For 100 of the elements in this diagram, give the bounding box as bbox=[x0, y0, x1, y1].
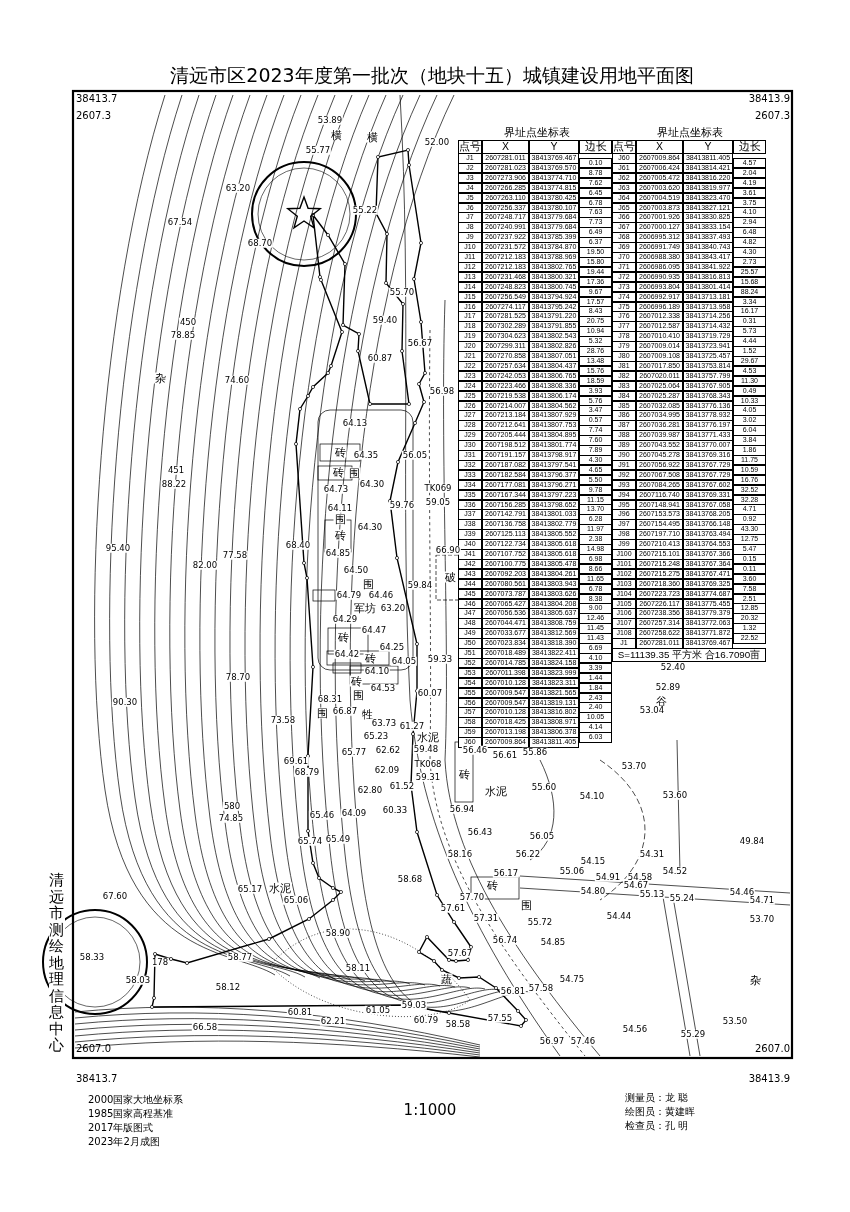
map-label: 56.97 bbox=[538, 1036, 566, 1046]
map-label: 54.91 bbox=[594, 872, 622, 882]
map-label: 69.61 bbox=[282, 756, 310, 766]
map-label: 65.23 bbox=[362, 731, 390, 741]
map-note: 1:1000 bbox=[403, 1102, 457, 1118]
map-label: 53.70 bbox=[748, 914, 776, 924]
map-label: 64.50 bbox=[342, 565, 370, 575]
map-label: 60.81 bbox=[286, 1007, 314, 1017]
table-header-cell: 点号 bbox=[612, 140, 636, 154]
map-label: 55.06 bbox=[558, 866, 586, 876]
map-label: 78.85 bbox=[169, 330, 197, 340]
map-label: 63.20 bbox=[224, 183, 252, 193]
map-label: 63.20 bbox=[379, 603, 407, 613]
map-label: 58.33 bbox=[78, 952, 106, 962]
map-label: 68.31 bbox=[316, 694, 344, 704]
map-label: 78.70 bbox=[224, 672, 252, 682]
map-label: 56.17 bbox=[492, 868, 520, 878]
map-label: 横 bbox=[365, 131, 379, 143]
map-label: 59.40 bbox=[371, 315, 399, 325]
map-label: 砖 bbox=[333, 529, 347, 541]
map-label: 61.52 bbox=[388, 781, 416, 791]
map-label: 56.46 bbox=[461, 745, 489, 755]
map-label: 54.58 bbox=[626, 872, 654, 882]
institution-name: 清远市测绘地理信息中心 bbox=[49, 872, 65, 1054]
map-label: 54.67 bbox=[622, 880, 650, 890]
map-label: 军坊 bbox=[353, 602, 377, 614]
map-note: 2023年2月成图 bbox=[88, 1137, 160, 1147]
map-label: 55.24 bbox=[668, 893, 696, 903]
map-label: 67.60 bbox=[101, 891, 129, 901]
map-label: 62.80 bbox=[356, 785, 384, 795]
map-label: 49.84 bbox=[738, 836, 766, 846]
map-label: 95.40 bbox=[104, 543, 132, 553]
map-title: 清远市区2023年度第一批次（地块十五）城镇建设用地平面图 bbox=[170, 65, 694, 85]
map-label: 水泥 bbox=[416, 731, 440, 743]
map-label: 90.30 bbox=[111, 697, 139, 707]
map-label: 54.10 bbox=[578, 791, 606, 801]
map-label: 65.74 bbox=[296, 836, 324, 846]
map-label: 杂 bbox=[748, 974, 762, 986]
map-label: 砖 bbox=[333, 446, 347, 458]
map-label: 64.85 bbox=[324, 548, 352, 558]
table-header-cell: 点号 bbox=[458, 140, 482, 154]
map-label: 62.09 bbox=[373, 765, 401, 775]
map-label: 58.16 bbox=[446, 849, 474, 859]
map-label: 57.58 bbox=[527, 983, 555, 993]
map-label: 64.30 bbox=[358, 479, 386, 489]
table-cell: S=11139.35 平方米 合16.7090亩 bbox=[612, 648, 766, 662]
map-label: 53.89 bbox=[316, 115, 344, 125]
map-label: 64.13 bbox=[341, 418, 369, 428]
map-label: 450 bbox=[178, 317, 198, 327]
map-label: 63.73 bbox=[370, 718, 398, 728]
map-label: 蔬 bbox=[439, 973, 453, 985]
map-label: 砖 bbox=[363, 652, 377, 664]
map-label: 64.10 bbox=[363, 666, 391, 676]
map-label: 65.77 bbox=[340, 747, 368, 757]
map-label: 54.80 bbox=[579, 886, 607, 896]
map-label: 杂 bbox=[153, 372, 167, 384]
grid-coordinate: 2607.0 bbox=[76, 1044, 111, 1054]
map-label: 58.58 bbox=[444, 1019, 472, 1029]
map-label: 60.33 bbox=[381, 805, 409, 815]
map-label: 横 bbox=[329, 129, 343, 141]
map-note: 测量员：龙 聪 bbox=[625, 1093, 689, 1103]
map-label: 64.29 bbox=[331, 614, 359, 624]
map-label: 砖 bbox=[349, 675, 363, 687]
map-label: 破 bbox=[443, 571, 457, 583]
map-label: 55.86 bbox=[521, 747, 549, 757]
map-label: 61.05 bbox=[364, 1005, 392, 1015]
map-label: 58.03 bbox=[124, 975, 152, 985]
map-label: 57.70 bbox=[458, 892, 486, 902]
map-label: 围 bbox=[361, 578, 375, 590]
map-note: 检查员：孔 明 bbox=[625, 1121, 689, 1131]
map-label: TK069 bbox=[423, 483, 453, 493]
map-label: 53.60 bbox=[661, 790, 689, 800]
map-label: 砖 bbox=[485, 879, 499, 891]
map-label: 54.71 bbox=[748, 895, 776, 905]
table-header-cell: Y bbox=[683, 140, 733, 154]
map-label: 178 bbox=[150, 957, 170, 967]
map-label: 54.75 bbox=[558, 974, 586, 984]
map-label: 58.11 bbox=[344, 963, 372, 973]
table-header-cell: X bbox=[636, 140, 683, 154]
map-label: 57.46 bbox=[569, 1036, 597, 1046]
map-label: 54.15 bbox=[579, 856, 607, 866]
map-label: 56.22 bbox=[514, 849, 542, 859]
map-label: 59.03 bbox=[400, 1000, 428, 1010]
map-label: 59.76 bbox=[388, 500, 416, 510]
map-label: 56.05 bbox=[528, 831, 556, 841]
map-label: 56.98 bbox=[428, 386, 456, 396]
map-label: 59.48 bbox=[412, 744, 440, 754]
map-label: 66.58 bbox=[191, 1022, 219, 1032]
map-label: 围 bbox=[315, 707, 329, 719]
map-label: 57.61 bbox=[439, 903, 467, 913]
map-label: 57.31 bbox=[472, 913, 500, 923]
grid-coordinate: 38413.7 bbox=[76, 1074, 118, 1084]
grid-coordinate: 2607.3 bbox=[755, 111, 790, 121]
map-label: 54.85 bbox=[539, 937, 567, 947]
table-title: 界址点坐标表 bbox=[504, 126, 570, 138]
map-label: 64.05 bbox=[390, 656, 418, 666]
map-label: 74.85 bbox=[217, 813, 245, 823]
map-label: 68.79 bbox=[293, 767, 321, 777]
map-label: 64.11 bbox=[326, 503, 354, 513]
table-header-cell: Y bbox=[529, 140, 579, 154]
